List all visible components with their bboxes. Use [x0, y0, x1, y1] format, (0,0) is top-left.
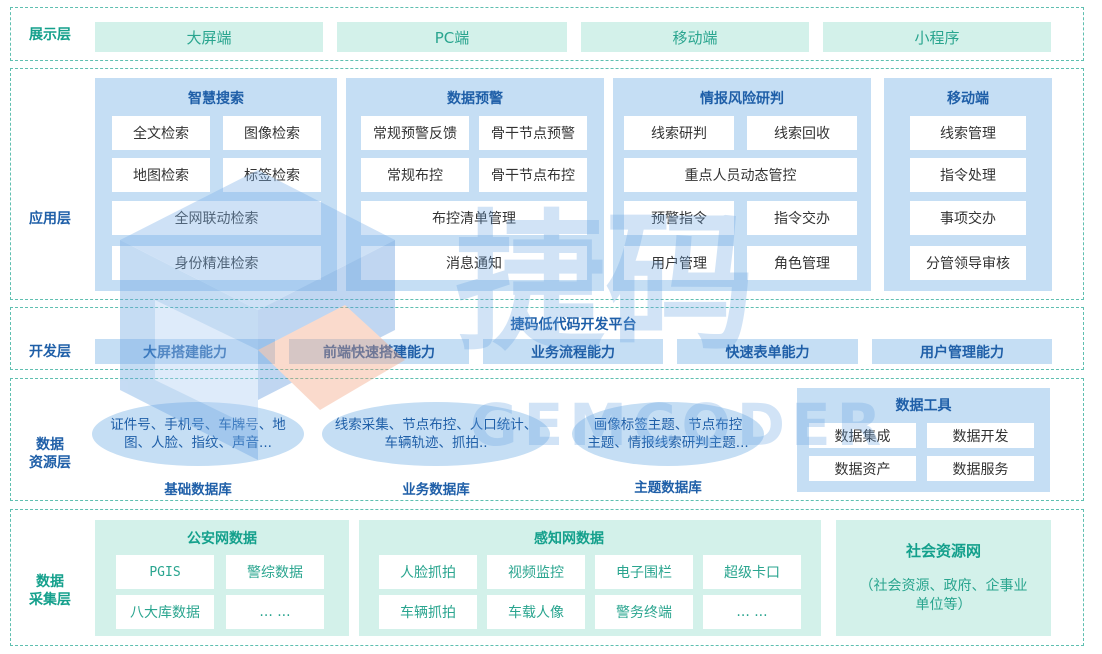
police-network-panel: 公安网数据 PGIS 警综数据 八大库数据 ... ...: [95, 520, 349, 636]
identity-precise-search: 身份精准检索: [112, 246, 321, 280]
data-collect-layer: [10, 509, 1084, 646]
app-layer-label: 应用层: [29, 211, 71, 227]
tag-search: 标签检索: [223, 158, 321, 192]
sensing-network-panel: 感知网数据 人脸抓拍 视频监控 电子围栏 超级卡口 车辆抓拍 车载人像 警务终端…: [359, 520, 821, 636]
clue-management: 线索管理: [910, 116, 1026, 150]
vehicle-capture: 车辆抓拍: [379, 595, 477, 629]
warning-instruction: 预警指令: [624, 201, 734, 235]
intel-panel-title: 情报风险研判: [700, 91, 784, 107]
business-db-ellipse: 线索采集、节点布控、人口统计、车辆轨迹、抓拍..: [322, 402, 550, 466]
eight-major-db: 八大库数据: [116, 595, 214, 629]
search-panel-title: 智慧搜索: [188, 91, 244, 107]
social-resource-title: 社会资源网: [905, 542, 981, 560]
clue-recovery: 线索回收: [747, 116, 857, 150]
image-search: 图像检索: [223, 116, 321, 150]
dev-layer-label: 开发层: [29, 344, 71, 360]
pgis: PGIS: [116, 555, 214, 589]
map-search: 地图检索: [112, 158, 210, 192]
leader-review: 分管领导审核: [910, 246, 1026, 280]
intel-panel: 情报风险研判 线索研判 线索回收 重点人员动态管控 预警指令 指令交办 用户管理…: [613, 78, 871, 291]
role-management: 角色管理: [747, 246, 857, 280]
data-integration: 数据集成: [809, 423, 916, 448]
vehicle-portrait: 车载人像: [487, 595, 585, 629]
mobile-panel-title: 移动端: [947, 91, 989, 107]
network-linked-search: 全网联动检索: [112, 201, 321, 235]
data-development: 数据开发: [927, 423, 1034, 448]
data-resource-layer-label: 数据 资源层: [29, 437, 71, 471]
dev-user-ability: 用户管理能力: [872, 339, 1052, 364]
routine-control: 常规布控: [361, 158, 469, 192]
control-list-management: 布控清单管理: [361, 201, 587, 235]
sensing-more: ... ...: [703, 595, 801, 629]
backbone-node-control: 骨干节点布控: [479, 158, 587, 192]
display-layer-label: 展示层: [29, 27, 71, 43]
instruction-processing: 指令处理: [910, 158, 1026, 192]
dev-bigscreen-ability: 大屏搭建能力: [95, 339, 275, 364]
routine-warning-feedback: 常规预警反馈: [361, 116, 469, 150]
police-comprehensive-data: 警综数据: [226, 555, 324, 589]
data-assets: 数据资产: [809, 456, 916, 481]
dev-layer: [10, 307, 1084, 370]
display-item-bigscreen: 大屏端: [95, 22, 323, 52]
electronic-fence: 电子围栏: [595, 555, 693, 589]
super-checkpoint: 超级卡口: [703, 555, 801, 589]
backbone-node-warning: 骨干节点预警: [479, 116, 587, 150]
app-layer: [10, 68, 1084, 300]
data-collect-layer-label: 数据 采集层: [29, 574, 71, 608]
video-monitoring: 视频监控: [487, 555, 585, 589]
message-notification: 消息通知: [361, 246, 587, 280]
task-assign: 事项交办: [910, 201, 1026, 235]
instruction-assign: 指令交办: [747, 201, 857, 235]
warning-panel-title: 数据预警: [447, 91, 503, 107]
display-layer: [10, 7, 1084, 61]
display-item-mobile: 移动端: [581, 22, 809, 52]
fulltext-search: 全文检索: [112, 116, 210, 150]
business-db-label: 业务数据库: [402, 482, 470, 498]
police-terminal: 警务终端: [595, 595, 693, 629]
display-item-miniprogram: 小程序: [823, 22, 1051, 52]
user-management: 用户管理: [624, 246, 734, 280]
clue-analysis: 线索研判: [624, 116, 734, 150]
data-tools-title: 数据工具: [895, 398, 952, 414]
data-tools-panel: 数据工具 数据集成 数据开发 数据资产 数据服务: [797, 388, 1050, 492]
search-panel: 智慧搜索 全文检索 图像检索 地图检索 标签检索 全网联动检索 身份精准检索: [95, 78, 337, 291]
mobile-panel: 移动端 线索管理 指令处理 事项交办 分管领导审核: [884, 78, 1052, 291]
data-resource-layer: [10, 378, 1084, 501]
basic-db-label: 基础数据库: [164, 482, 232, 498]
face-capture: 人脸抓拍: [379, 555, 477, 589]
display-item-pc: PC端: [337, 22, 567, 52]
dev-platform-title: 捷码低代码开发平台: [510, 317, 637, 333]
sensing-network-title: 感知网数据: [534, 531, 604, 547]
dev-form-ability: 快速表单能力: [677, 339, 858, 364]
basic-db-ellipse: 证件号、手机号、车牌号、地图、人脸、指纹、声音...: [92, 402, 304, 466]
topic-db-label: 主题数据库: [634, 480, 702, 496]
social-resource-panel: 社会资源网 （社会资源、政府、企事业 单位等）: [836, 520, 1051, 636]
police-network-title: 公安网数据: [187, 531, 257, 547]
warning-panel: 数据预警 常规预警反馈 骨干节点预警 常规布控 骨干节点布控 布控清单管理 消息…: [346, 78, 604, 291]
topic-db-ellipse: 画像标签主题、节点布控主题、情报线索研判主题...: [572, 402, 764, 466]
police-more: ... ...: [226, 595, 324, 629]
dev-frontend-ability: 前端快速搭建能力: [289, 339, 469, 364]
social-resource-desc: （社会资源、政府、企事业 单位等）: [859, 578, 1028, 613]
dev-workflow-ability: 业务流程能力: [483, 339, 663, 364]
data-service: 数据服务: [927, 456, 1034, 481]
key-person-dynamic-control: 重点人员动态管控: [624, 158, 857, 192]
